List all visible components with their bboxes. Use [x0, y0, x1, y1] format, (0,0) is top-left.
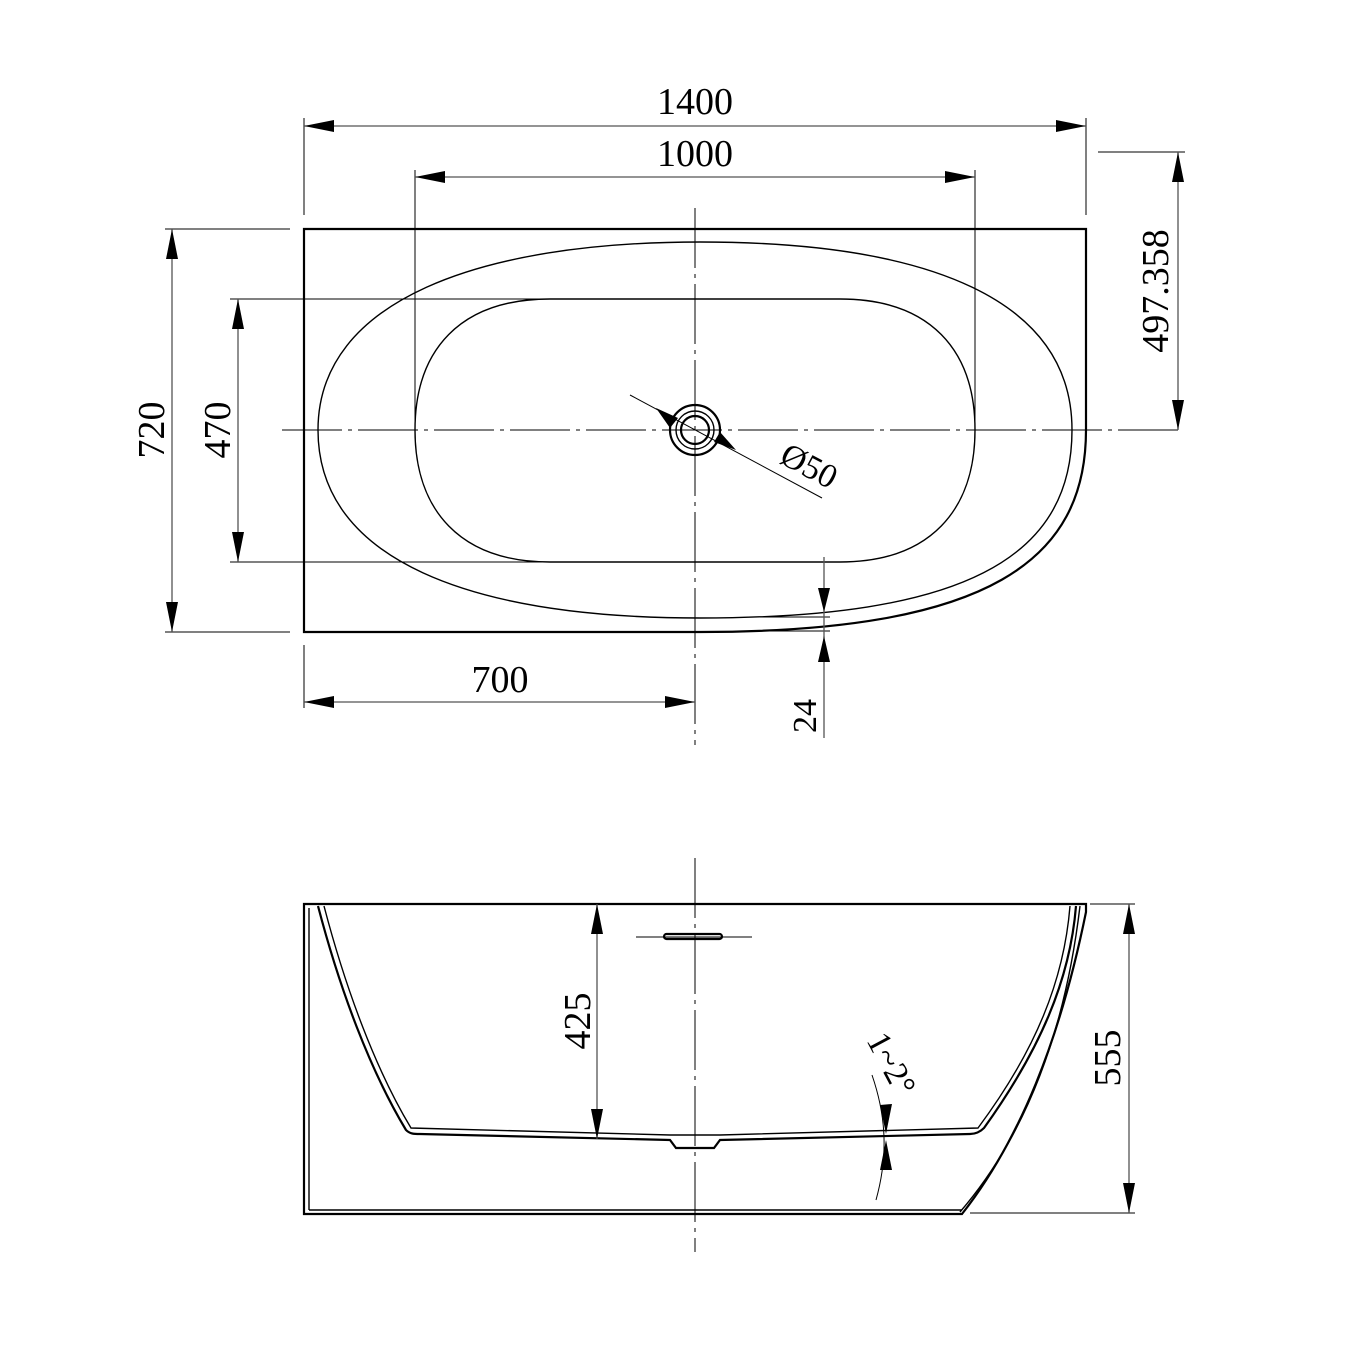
overall-height-label: 555 [1087, 1030, 1129, 1087]
basin-width-label: 470 [197, 402, 239, 459]
rim-step-label: 24 [787, 699, 824, 733]
inner-depth-label: 425 [557, 993, 599, 1050]
drain-icon [668, 403, 722, 457]
center-offset-label: 700 [472, 659, 529, 701]
overall-width-label: 720 [131, 402, 173, 459]
tub-side-outline [302, 902, 1088, 1216]
overall-length-label: 1400 [657, 81, 733, 123]
floor-slope-label: 1~2° [859, 1026, 923, 1102]
basin-length-label: 1000 [657, 133, 733, 175]
basin-profile [316, 905, 1078, 1150]
basin-outline [414, 298, 976, 563]
drain-diameter-label: Ø50 [774, 436, 843, 496]
side-view: 425 555 1~2° [302, 858, 1135, 1252]
drain-offset-label: 497.358 [1135, 229, 1177, 353]
top-view: Ø50 1400 1000 720 470 497.358 [131, 81, 1185, 745]
